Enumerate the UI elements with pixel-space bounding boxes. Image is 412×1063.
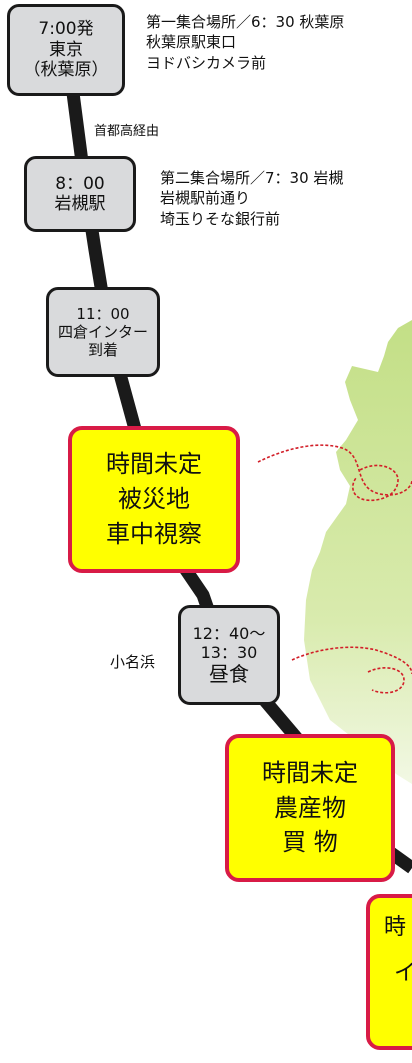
event-shopping-activity: 買 物 [282,828,338,857]
event-shopping-time: 時間未定 [262,758,358,787]
event-partial-line1: 時 [384,915,407,940]
meeting-point-2-place: 岩槻駅前通り [160,189,251,208]
stop-onahama-activity: 昼食 [209,662,249,687]
stop-iwatsuki-box: 8：00 岩槻駅 [24,156,136,232]
event-disaster-area-activity: 車中視察 [106,519,202,548]
event-disaster-area-box: 時間未定 被災地 車中視察 [68,426,240,573]
stop-yotsukura-status: 到着 [87,341,118,359]
stop-tokyo-time: 7:00発 [38,19,94,40]
map-coastline-shape [304,320,412,784]
stop-onahama-end: 13：30 [200,643,258,662]
stop-onahama-start: 12：40～ [192,623,266,643]
map-route-dashed-line-south [291,646,412,694]
stop-yotsukura-place: 四倉インター [57,323,148,341]
stop-tokyo-box: 7:00発 東京 （秋葉原） [7,4,125,96]
meeting-point-2-landmark: 埼玉りそな銀行前 [160,209,281,228]
map-route-dashed-line-north [257,444,412,502]
stop-iwatsuki-station: 岩槻駅 [54,194,106,214]
meeting-point-1-note: 第一集合場所／6：30 秋葉原 秋葉原駅東口 ヨドバシカメラ前 [146,12,344,73]
stop-tokyo-city: 東京 [49,39,83,60]
event-disaster-area-time: 時間未定 [106,450,202,479]
stop-onahama-box: 12：40～ 13：30 昼食 [178,605,280,705]
event-partial-box: 時 イ [366,894,412,1050]
stop-iwatsuki-time: 8：00 [55,173,105,194]
meeting-point-1-landmark: ヨドバシカメラ前 [146,53,267,72]
route-via-label: 首都高経由 [94,124,160,139]
stop-onahama-place: 小名浜 [110,653,156,671]
event-disaster-area-place: 被災地 [118,485,190,514]
stop-tokyo-station: （秋葉原） [23,60,109,81]
stop-yotsukura-time: 11：00 [76,305,130,323]
stop-yotsukura-box: 11：00 四倉インター 到着 [46,287,160,377]
meeting-point-1-title: 第一集合場所／6：30 秋葉原 [146,13,345,31]
event-partial-line2: イ [394,958,412,990]
meeting-point-2-title: 第二集合場所／7：30 岩槻 [160,169,344,187]
meeting-point-2-note: 第二集合場所／7：30 岩槻 岩槻駅前通り 埼玉りそな銀行前 [160,168,343,229]
event-shopping-box: 時間未定 農産物 買 物 [225,734,395,882]
event-shopping-item: 農産物 [274,793,346,822]
meeting-point-1-place: 秋葉原駅東口 [146,33,237,52]
